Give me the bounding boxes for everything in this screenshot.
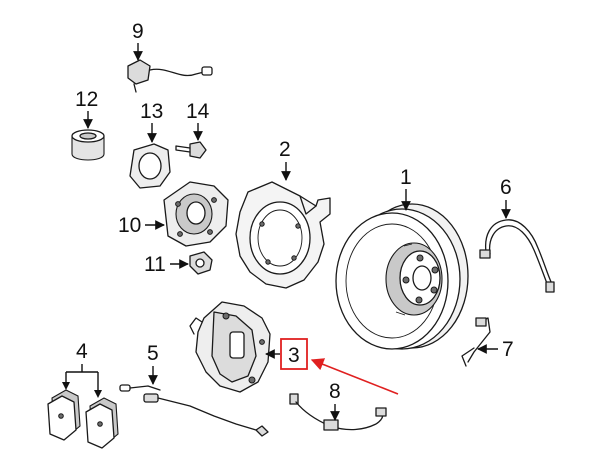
svg-text:5: 5 (147, 342, 159, 365)
part-2-dust-shield[interactable] (235, 181, 331, 289)
part-12-wheel-bearing[interactable] (71, 129, 105, 161)
svg-text:8: 8 (329, 380, 341, 403)
part-14-bolt[interactable] (175, 141, 207, 159)
callout-7: 7 (477, 338, 514, 361)
callout-14: 14 (186, 100, 210, 141)
callout-3-highlight-box (280, 338, 308, 370)
callout-10: 10 (118, 214, 165, 237)
part-9-abs-sensor[interactable] (127, 59, 213, 93)
highlight-arrow (310, 358, 399, 395)
part-6-brake-hose[interactable] (479, 219, 555, 293)
svg-text:2: 2 (279, 138, 291, 161)
part-1-brake-rotor[interactable] (335, 203, 469, 350)
part-5-wear-sensor[interactable] (119, 384, 269, 437)
callout-3[interactable]: 3 (265, 338, 399, 395)
svg-text:7: 7 (502, 338, 514, 361)
svg-text:10: 10 (118, 214, 141, 237)
part-4-brake-pads[interactable] (47, 389, 119, 449)
callout-5: 5 (147, 342, 159, 385)
svg-text:9: 9 (132, 20, 144, 43)
part-10-hub-assembly[interactable] (163, 181, 229, 247)
svg-text:1: 1 (400, 166, 412, 189)
callout-13: 13 (140, 100, 163, 143)
callout-2: 2 (279, 138, 291, 181)
callout-6: 6 (500, 176, 512, 219)
part-11-hub-nut[interactable] (189, 251, 213, 275)
callout-9: 9 (132, 20, 144, 61)
svg-text:4: 4 (76, 340, 88, 363)
svg-text:13: 13 (140, 100, 163, 123)
svg-text:11: 11 (144, 253, 166, 276)
part-3-brake-caliper[interactable] (189, 301, 271, 393)
part-7-line-bracket[interactable] (461, 317, 491, 367)
callout-4: 4 (62, 340, 102, 398)
svg-text:3: 3 (288, 344, 300, 367)
callout-8: 8 (329, 380, 341, 421)
part-13-seal[interactable] (129, 143, 171, 189)
callout-12: 12 (75, 88, 98, 129)
svg-text:14: 14 (186, 100, 210, 123)
callout-11: 11 (144, 253, 189, 276)
svg-text:6: 6 (500, 176, 512, 199)
svg-text:12: 12 (75, 88, 98, 111)
callout-1: 1 (400, 166, 412, 211)
